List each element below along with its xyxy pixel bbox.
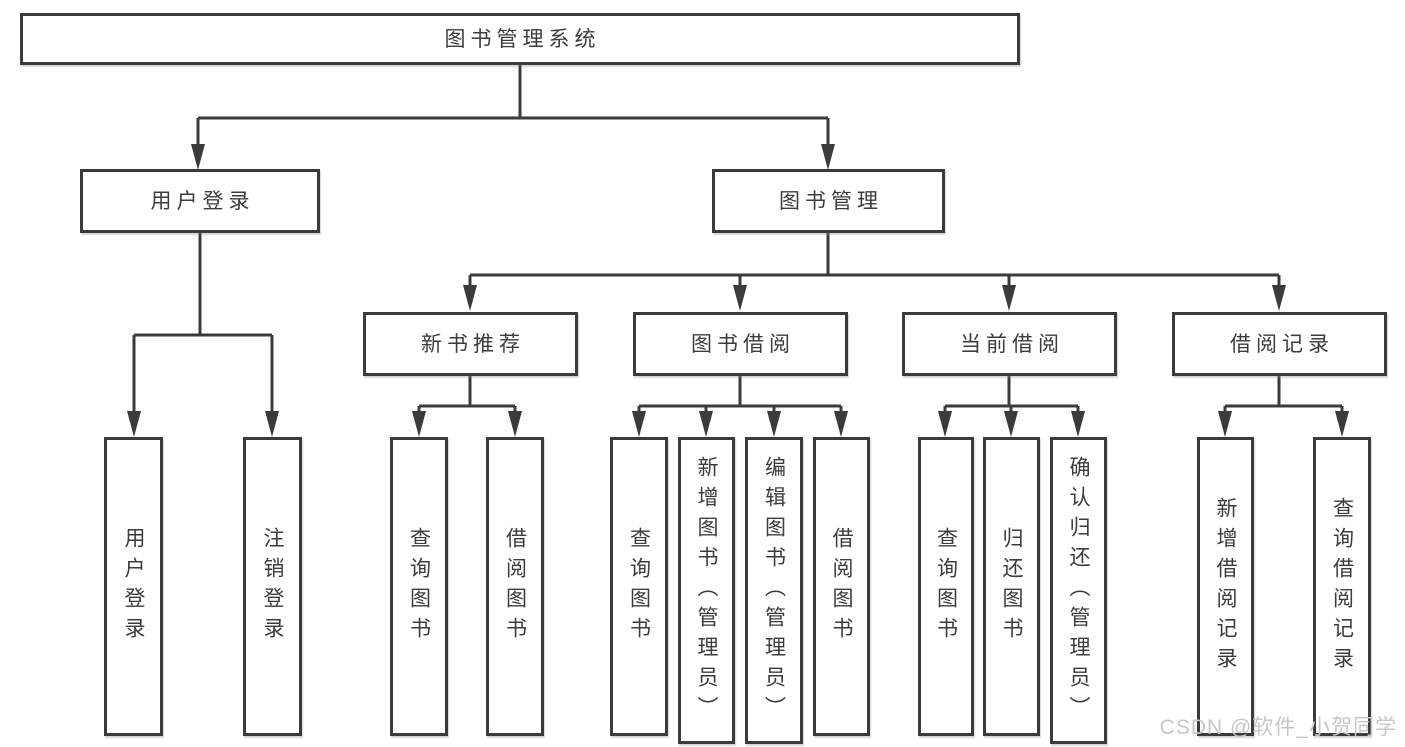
leaf-logout: 注销登录: [243, 437, 302, 736]
arrowhead-icon: [265, 411, 279, 437]
node-label: 确认归还（管理员）: [1067, 455, 1090, 726]
leaf-return-book: 归还图书: [983, 437, 1040, 736]
arrowhead-icon: [191, 144, 205, 170]
node-label: 注销登录: [261, 526, 284, 647]
leaf-confirm-return-admin: 确认归还（管理员）: [1050, 437, 1107, 744]
arrowhead-icon: [1002, 285, 1016, 311]
leaf-borrow-books-recommend: 借阅图书: [486, 437, 544, 736]
arrowhead-icon: [1335, 411, 1349, 437]
node-borrow-records: 借阅记录: [1172, 312, 1387, 376]
arrowhead-icon: [1071, 411, 1085, 437]
node-label: 借阅记录: [1230, 332, 1334, 356]
node-label: 新增借阅记录: [1214, 496, 1237, 677]
node-label: 查询图书: [627, 526, 651, 647]
arrowhead-icon: [733, 285, 747, 311]
node-system-root: 图书管理系统: [20, 13, 1020, 65]
node-label: 查询图书: [407, 526, 431, 647]
leaf-borrow-books: 借阅图书: [813, 437, 870, 736]
connector-borrow-records-to-leaves: [1223, 376, 1344, 416]
arrowhead-icon: [508, 411, 522, 437]
node-book-management: 图书管理: [712, 169, 945, 233]
connector-root-to-level2: [196, 65, 830, 148]
leaf-user-login: 用户登录: [104, 437, 163, 736]
node-label: 图书借阅: [691, 332, 795, 356]
node-user-login: 用户登录: [80, 169, 320, 233]
node-label: 用户登录: [122, 526, 145, 647]
leaf-query-books-recommend: 查询图书: [390, 437, 448, 736]
node-label: 查询借阅记录: [1330, 496, 1354, 677]
node-label: 新增图书（管理员）: [695, 455, 718, 726]
node-label: 图书管理: [779, 189, 883, 213]
arrowhead-icon: [938, 411, 952, 437]
arrowhead-icon: [821, 144, 835, 170]
node-label: 当前借阅: [960, 332, 1064, 356]
arrowhead-icon: [1218, 411, 1232, 437]
leaf-edit-book-admin: 编辑图书（管理员）: [745, 437, 803, 744]
arrowhead-icon: [699, 411, 713, 437]
arrowhead-icon: [767, 411, 781, 437]
connector-current-borrow-to-leaves: [943, 376, 1080, 416]
arrowhead-icon: [1272, 285, 1286, 311]
node-label: 新书推荐: [421, 332, 525, 356]
leaf-query-borrow-record: 查询借阅记录: [1313, 437, 1371, 736]
node-new-book-recommend: 新书推荐: [363, 312, 578, 376]
node-label: 编辑图书（管理员）: [762, 455, 786, 726]
node-book-borrow: 图书借阅: [633, 312, 848, 376]
arrowhead-icon: [412, 411, 426, 437]
node-label: 归还图书: [1000, 526, 1023, 647]
leaf-add-borrow-record: 新增借阅记录: [1197, 437, 1254, 736]
node-label: 用户登录: [150, 189, 255, 213]
arrowhead-icon: [834, 411, 848, 437]
leaf-query-books-borrow: 查询图书: [610, 437, 668, 736]
leaf-add-book-admin: 新增图书（管理员）: [678, 437, 735, 744]
connector-user-login-to-leaves: [132, 233, 274, 416]
connector-book-borrow-to-leaves: [637, 376, 843, 416]
arrowhead-icon: [1004, 411, 1018, 437]
arrowhead-icon: [127, 411, 141, 437]
node-label: 图书管理系统: [444, 27, 601, 51]
node-current-borrow: 当前借阅: [902, 312, 1117, 376]
arrowhead-icon: [463, 285, 477, 311]
node-label: 查询图书: [934, 526, 958, 647]
arrowhead-icon: [632, 411, 646, 437]
connector-book-mgmt-to-level3: [468, 233, 1281, 290]
node-label: 借阅图书: [830, 526, 853, 647]
node-label: 借阅图书: [503, 526, 527, 647]
connector-new-books-to-leaves: [417, 376, 517, 416]
leaf-query-books-current: 查询图书: [918, 437, 974, 736]
